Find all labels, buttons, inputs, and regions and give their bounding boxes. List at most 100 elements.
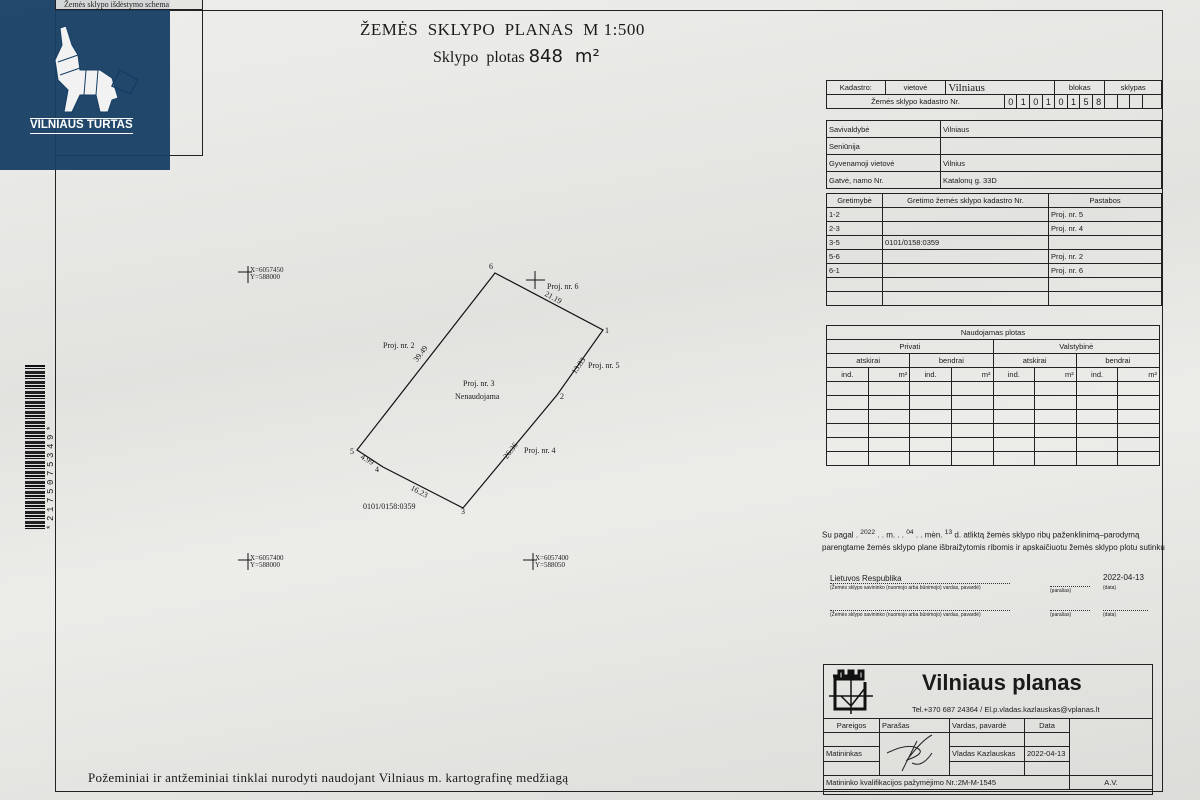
cadastre-table: Kadastro: vietovė Vilniaus blokas sklypa…: [826, 80, 1162, 109]
point-2: 2: [560, 392, 564, 401]
cadastre-digit: 8: [1091, 94, 1106, 109]
usage-cell: [826, 437, 869, 452]
usage-cell: [1034, 381, 1077, 396]
neighbors-cell: Proj. nr. 6: [1048, 263, 1162, 278]
area-unit: m²: [574, 46, 600, 67]
address-row: Seniūnija: [826, 137, 1162, 155]
cadastre-digit: 1: [1041, 94, 1056, 109]
av-label: A.V.: [1069, 775, 1153, 790]
neighbors-cell: 2-3: [826, 221, 883, 236]
table-row: [826, 381, 1160, 396]
neighbors-cell: [1048, 291, 1162, 306]
m2-header: m²: [1034, 367, 1077, 382]
date1-caption: (data): [1103, 585, 1117, 591]
usage-cell: [1075, 395, 1119, 410]
usage-cell: [950, 409, 994, 424]
usage-cell: [1034, 409, 1077, 424]
usage-cell: [950, 381, 994, 396]
header-parasas: Parašas: [879, 718, 950, 733]
company-name: Vilniaus planas: [922, 670, 1082, 695]
cadastre-nr-label: Žemės sklypo kadastro Nr.: [826, 94, 1005, 109]
usage-cell: [909, 395, 952, 410]
ind-header: ind.: [826, 367, 869, 382]
point-6: 6: [489, 262, 493, 271]
agreement-month: 04: [906, 529, 914, 536]
sign-date: 2022-04-13: [1024, 746, 1070, 762]
vilniaus-planas-logo-icon: [829, 669, 873, 714]
title-text: ŽEMĖS SKLYPO PLANAS: [360, 20, 574, 39]
neighbors-cell: Proj. nr. 2: [1048, 249, 1162, 264]
usage-cell: [909, 437, 952, 452]
address-value: Vilniaus: [940, 120, 1162, 138]
address-value: [940, 137, 1162, 155]
usage-cell: [867, 423, 911, 438]
point-4: 4: [375, 465, 379, 474]
cadastre-digit: 1: [1066, 94, 1081, 109]
cadastre-digit: 0: [1029, 94, 1043, 109]
usage-cell: [826, 381, 869, 396]
date2-caption: (data): [1103, 610, 1148, 618]
owner2-caption: (Žemės sklypo savininko (nuomojo arba bū…: [830, 610, 1010, 618]
vietove-value: Vilniaus: [945, 80, 1056, 95]
barcode: *2175075349*: [25, 365, 56, 530]
usage-cell: [1117, 423, 1160, 438]
area-value: 848: [528, 46, 563, 67]
cadastre-digit: [1116, 94, 1131, 109]
neighbors-cell: 3-5: [826, 235, 883, 250]
usage-cell: [950, 451, 994, 466]
agreement-rest: d. atliktą žemės sklypo ribų paženklinim…: [954, 530, 1140, 540]
barcode-bars: [25, 365, 45, 530]
header-pareigos: Pareigos: [823, 718, 880, 733]
kadastro-label: Kadastro:: [826, 80, 886, 95]
cadastre-digit: 0: [1054, 94, 1068, 109]
usage-cell: [950, 437, 994, 452]
table-row: [826, 451, 1160, 466]
usage-cell: [867, 381, 911, 396]
neighbors-cell: [826, 291, 883, 306]
men-label: mėn.: [924, 530, 943, 540]
point-5: 5: [350, 447, 354, 456]
agreement-year: 2022: [860, 529, 876, 536]
usage-cell: [950, 423, 994, 438]
neighbors-header-cell: Gretimybė: [826, 193, 883, 208]
usage-cell: [1075, 381, 1119, 396]
usage-cell: [1075, 423, 1119, 438]
neighbors-cell: Proj. nr. 4: [1048, 221, 1162, 236]
valstybine-header: Valstybinė: [992, 339, 1160, 354]
usage-cell: [1075, 437, 1119, 452]
wolf-icon: [54, 25, 140, 113]
usage-cell: [992, 451, 1036, 466]
usage-cell: [826, 395, 869, 410]
neighbors-cell: 0101/0158:0359: [882, 235, 1049, 250]
usage-cell: [1117, 451, 1160, 466]
coord-x: X=6057400: [250, 554, 284, 562]
coord-y: Y=588000: [250, 561, 281, 569]
stamp-area: [1069, 718, 1153, 776]
coord-y: Y=588050: [535, 561, 566, 569]
ind-header: ind.: [909, 367, 952, 382]
usage-cell: [1034, 395, 1077, 410]
usage-cell: [992, 409, 1036, 424]
coord-x: X=6057450: [250, 266, 284, 274]
neighbors-cell: [1048, 235, 1162, 250]
bendrai-header: bendrai: [1075, 353, 1161, 368]
atskirai-header: atskirai: [992, 353, 1077, 368]
table-row: [826, 291, 1162, 306]
neighbors-header-cell: Gretimo žemės sklypo kadastro Nr.: [882, 193, 1049, 208]
owner1-caption: (Žemės sklypo savininko (nuomojo arba bū…: [830, 585, 981, 591]
header-vardas: Vardas, pavardė: [949, 718, 1025, 733]
coord-y: Y=588000: [250, 273, 281, 281]
usage-cell: [1117, 409, 1160, 424]
usage-cell: [1034, 423, 1077, 438]
date1: 2022-04-13: [1103, 573, 1144, 582]
ind-header: ind.: [992, 367, 1036, 382]
